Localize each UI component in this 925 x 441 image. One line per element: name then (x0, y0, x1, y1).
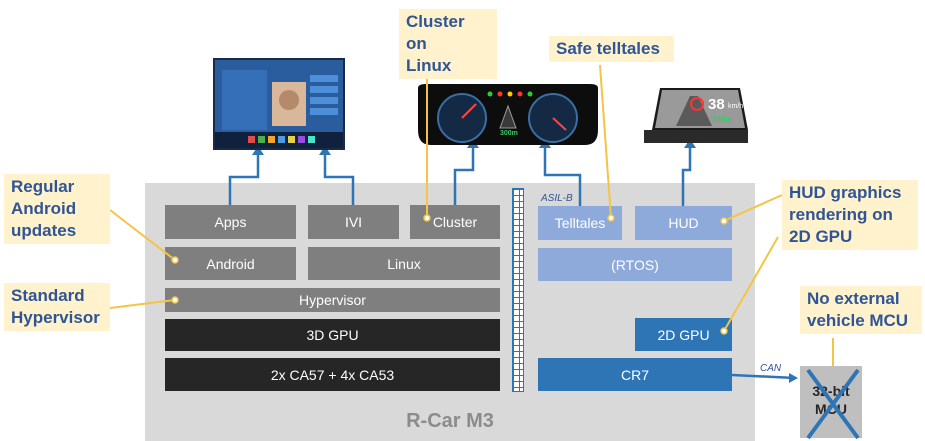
callout-line: vehicle MCU (807, 311, 909, 330)
callout-lines (109, 64, 834, 366)
asil-b-tag: ASIL-B (541, 193, 573, 204)
soc-title: R-Car M3 (406, 410, 494, 432)
hud-speed-unit: km/h (728, 103, 744, 110)
can-connector (731, 373, 796, 380)
gpu2d-callout-line (723, 236, 779, 332)
connector-arrowheads (252, 139, 798, 383)
can-tag: CAN (760, 363, 782, 374)
ivi-display (213, 58, 345, 150)
callout-line: Android (11, 199, 77, 218)
hypervisor-block: Hypervisor (165, 288, 500, 312)
callout-standard-hypervisor: Standard Hypervisor (4, 283, 110, 331)
callout-line: No external (807, 289, 900, 308)
rtos-block: (RTOS) (538, 248, 732, 281)
telltales-connector (543, 145, 582, 206)
gpu3d-block: 3D GPU (165, 319, 500, 351)
gpu2d-block: 2D GPU (635, 318, 732, 351)
hud-connector (681, 145, 692, 206)
android-block: Android (165, 247, 296, 280)
connector-lines (228, 145, 796, 380)
cpu-block: 2x CA57 + 4x CA53 (165, 358, 500, 391)
mcu-cross-icon (806, 368, 860, 440)
callout-line: Standard (11, 286, 85, 305)
android-callout-line (109, 209, 176, 261)
callout-line: Cluster on (406, 12, 465, 53)
callout-safe-telltales: Safe telltales (549, 36, 674, 62)
telltales-callout-line (599, 64, 612, 219)
apps-block: Apps (165, 205, 296, 239)
hud-display (644, 88, 748, 143)
callout-dots (171, 214, 728, 335)
callout-line: Regular (11, 177, 75, 196)
callout-line: rendering on (789, 205, 893, 224)
apps-connector (228, 152, 260, 205)
cluster-connector (453, 145, 475, 205)
callout-android-updates: Regular Android updates (4, 174, 110, 244)
callout-line: HUD graphics (789, 183, 902, 202)
telltales-block: Telltales (538, 206, 622, 240)
hypervisor-callout-line (109, 299, 176, 309)
hud-speed: 38 (708, 96, 725, 113)
hud-block: HUD (635, 206, 732, 240)
ivi-block: IVI (308, 205, 399, 239)
hud-distance: 300m (712, 115, 733, 124)
partition-separator (512, 188, 524, 392)
callout-line: Linux (406, 56, 452, 75)
ivi-connector (323, 152, 355, 205)
cluster-distance: 300m (500, 130, 518, 137)
cluster-block: Cluster (410, 205, 500, 239)
callout-line: Hypervisor (11, 308, 100, 327)
callout-cluster-linux: Cluster on Linux (399, 9, 497, 79)
callout-line: updates (11, 221, 77, 240)
callout-no-mcu: No external vehicle MCU (800, 286, 922, 334)
linux-block: Linux (308, 247, 500, 280)
callout-hud-rendering: HUD graphics rendering on 2D GPU (782, 180, 918, 250)
callout-line: 2D GPU (789, 227, 853, 246)
cr7-block: CR7 (538, 358, 732, 391)
cluster-display (418, 84, 598, 145)
hud-callout-line (723, 194, 783, 222)
callout-line: Safe telltales (556, 39, 660, 58)
